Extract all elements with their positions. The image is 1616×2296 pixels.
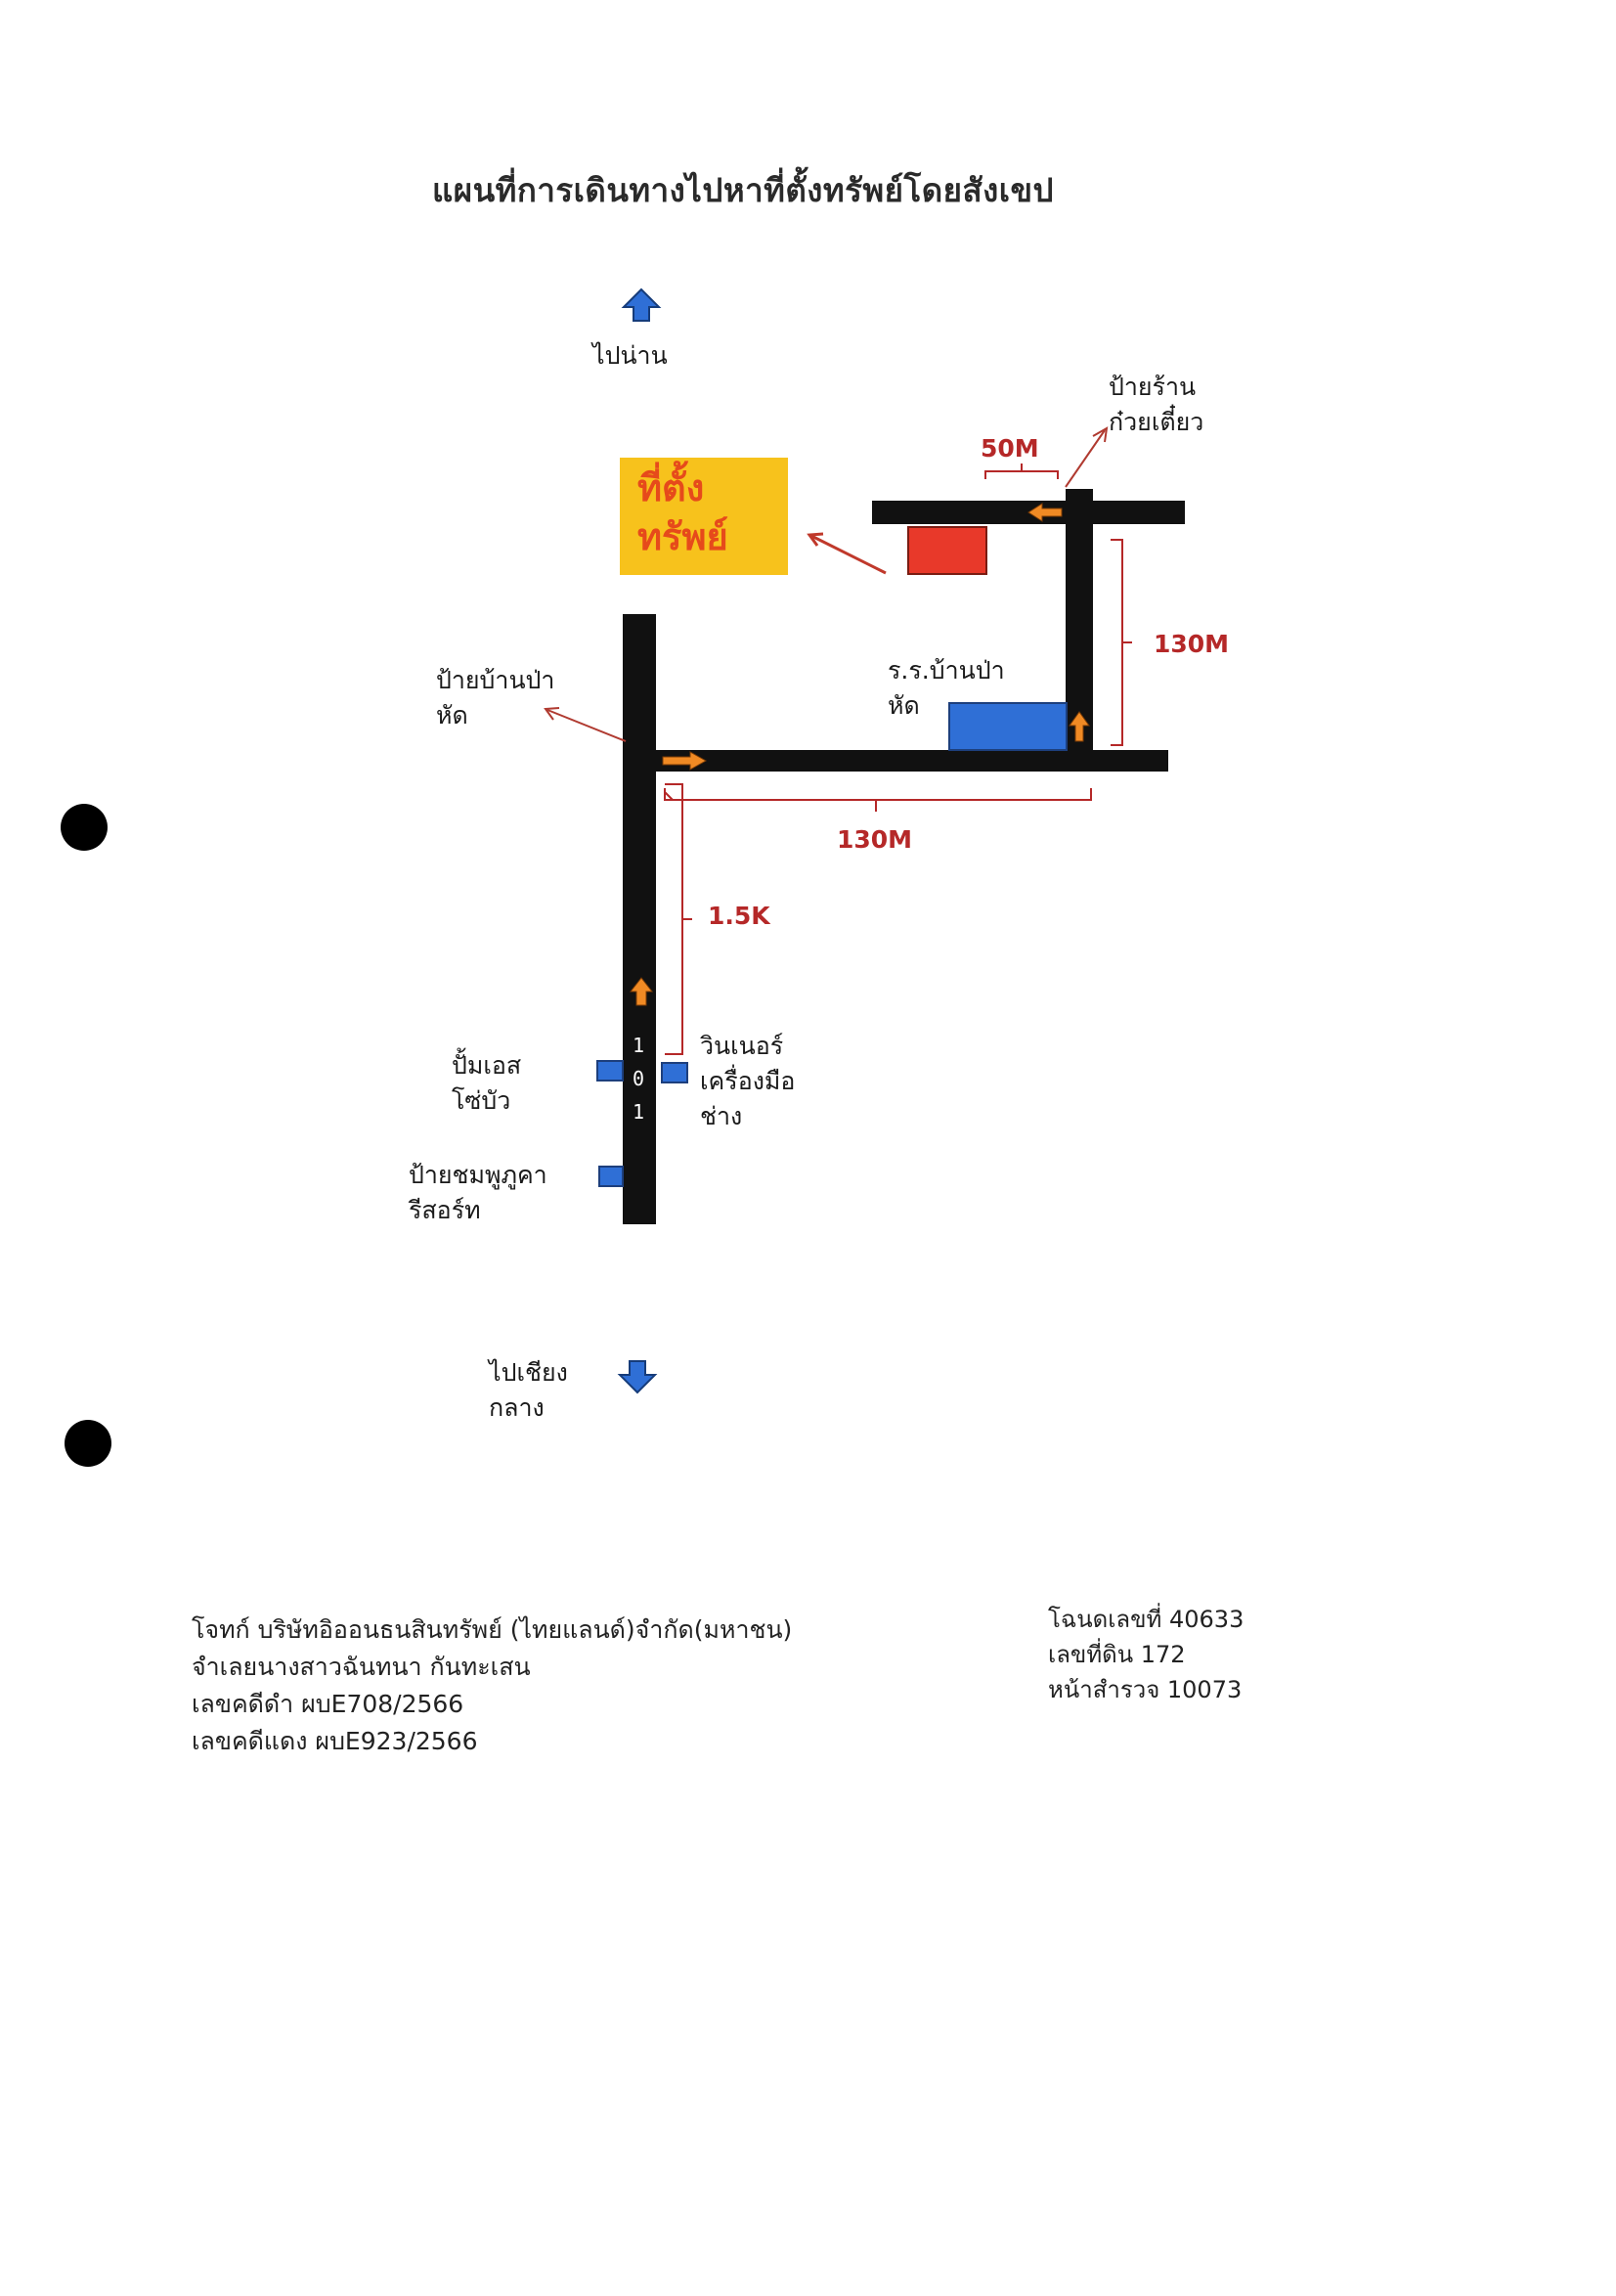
deed-details: โฉนดเลขที่ 40633 เลขที่ดิน 172 หน้าสำรวจ… <box>1048 1602 1244 1707</box>
deed-detail-line: โฉนดเลขที่ 40633 <box>1048 1606 1245 1633</box>
road-vertical-right <box>1066 489 1093 750</box>
landmark-line: รีสอร์ท <box>409 1196 481 1224</box>
landmark-line: ช่าง <box>700 1102 743 1130</box>
road-to-school <box>656 750 1168 772</box>
village-sign-label: ป้ายบ้านป่า หัด <box>436 663 554 733</box>
distance-bracket <box>664 788 1092 812</box>
landmark-line: ป้ายบ้านป่า <box>436 666 555 694</box>
landmark-line: ป้ายชมพูภูคา <box>409 1161 547 1189</box>
gas-station-label: ปั้มเอส โซ่บัว <box>452 1048 521 1119</box>
winner-shop-label: วินเนอร์ เครื่องมือ ช่าง <box>700 1029 795 1134</box>
landmark-line: หัด <box>888 691 920 720</box>
property-label-line: ทรัพย์ <box>637 515 728 558</box>
main-road-101 <box>623 614 656 1224</box>
south-direction-line: กลาง <box>489 1393 545 1422</box>
arrow-up-icon <box>621 287 662 322</box>
direction-arrow-icon <box>1069 711 1090 742</box>
arrow-down-icon <box>617 1360 658 1394</box>
landmark-line: วินเนอร์ <box>700 1032 784 1060</box>
property-marker <box>907 526 987 575</box>
deed-detail-line: หน้าสำรวจ 10073 <box>1048 1676 1243 1703</box>
punch-hole <box>65 1420 111 1467</box>
distance-bracket <box>984 464 1059 479</box>
school-building <box>948 702 1068 751</box>
distance-top-label: 50M <box>981 434 1039 463</box>
winner-shop-marker <box>661 1062 688 1083</box>
gas-station-marker <box>596 1060 624 1082</box>
route-number-digit: 0 <box>632 1067 645 1090</box>
direction-arrow-icon <box>1027 503 1063 522</box>
landmark-line: ร.ร.บ้านป่า <box>888 656 1005 684</box>
punch-hole <box>61 804 108 851</box>
route-number-digit: 1 <box>632 1034 645 1057</box>
pointer-arrow-icon <box>544 707 627 742</box>
resort-sign-marker <box>598 1166 624 1187</box>
case-detail-line: เลขคดีแดง ผบE923/2566 <box>192 1727 478 1755</box>
map-title: แผนที่การเดินทางไปหาที่ตั้งทรัพย์โดยสังเ… <box>431 171 1055 209</box>
landmark-line: โซ่บัว <box>452 1086 511 1115</box>
noodle-shop-sign-label: ป้ายร้าน ก๋วยเตี๋ยว <box>1109 370 1203 440</box>
direction-arrow-icon <box>629 977 654 1006</box>
landmark-line: ป้ายร้าน <box>1109 373 1197 401</box>
pointer-arrow-icon <box>807 532 887 575</box>
landmark-line: ก๋วยเตี๋ยว <box>1109 408 1204 436</box>
route-number: 1 0 1 <box>627 1029 650 1128</box>
landmark-line: ปั้มเอส <box>452 1051 522 1080</box>
deed-detail-line: เลขที่ดิน 172 <box>1048 1641 1186 1668</box>
case-detail-line: เลขคดีดำ ผบE708/2566 <box>192 1690 464 1718</box>
distance-right-label: 130M <box>1154 630 1230 658</box>
distance-bottom-label: 130M <box>837 825 913 854</box>
property-label: ที่ตั้ง ทรัพย์ <box>620 458 788 575</box>
case-details: โจทก์ บริษัทอิออนธนสินทรัพย์ (ไทยแลนด์)จ… <box>192 1612 792 1760</box>
route-number-digit: 1 <box>632 1100 645 1124</box>
south-direction-label: ไปเชียง กลาง <box>489 1355 568 1426</box>
property-label-line: ที่ตั้ง <box>637 466 705 509</box>
distance-bracket <box>1111 539 1132 746</box>
landmark-line: หัด <box>436 701 468 729</box>
school-label: ร.ร.บ้านป่า หัด <box>888 653 1005 724</box>
south-direction-line: ไปเชียง <box>489 1358 568 1387</box>
direction-arrow-icon <box>662 751 708 771</box>
case-detail-line: จำเลยนางสาวฉันทนา กันทะเสน <box>192 1653 531 1681</box>
pointer-arrow-icon <box>1065 426 1109 488</box>
distance-main-road-label: 1.5K <box>708 902 770 930</box>
north-direction-label: ไปน่าน <box>592 341 668 370</box>
case-detail-line: โจทก์ บริษัทอิออนธนสินทรัพย์ (ไทยแลนด์)จ… <box>192 1615 793 1644</box>
resort-sign-label: ป้ายชมพูภูคา รีสอร์ท <box>409 1158 547 1228</box>
distance-bracket <box>665 783 692 1055</box>
landmark-line: เครื่องมือ <box>700 1067 796 1095</box>
